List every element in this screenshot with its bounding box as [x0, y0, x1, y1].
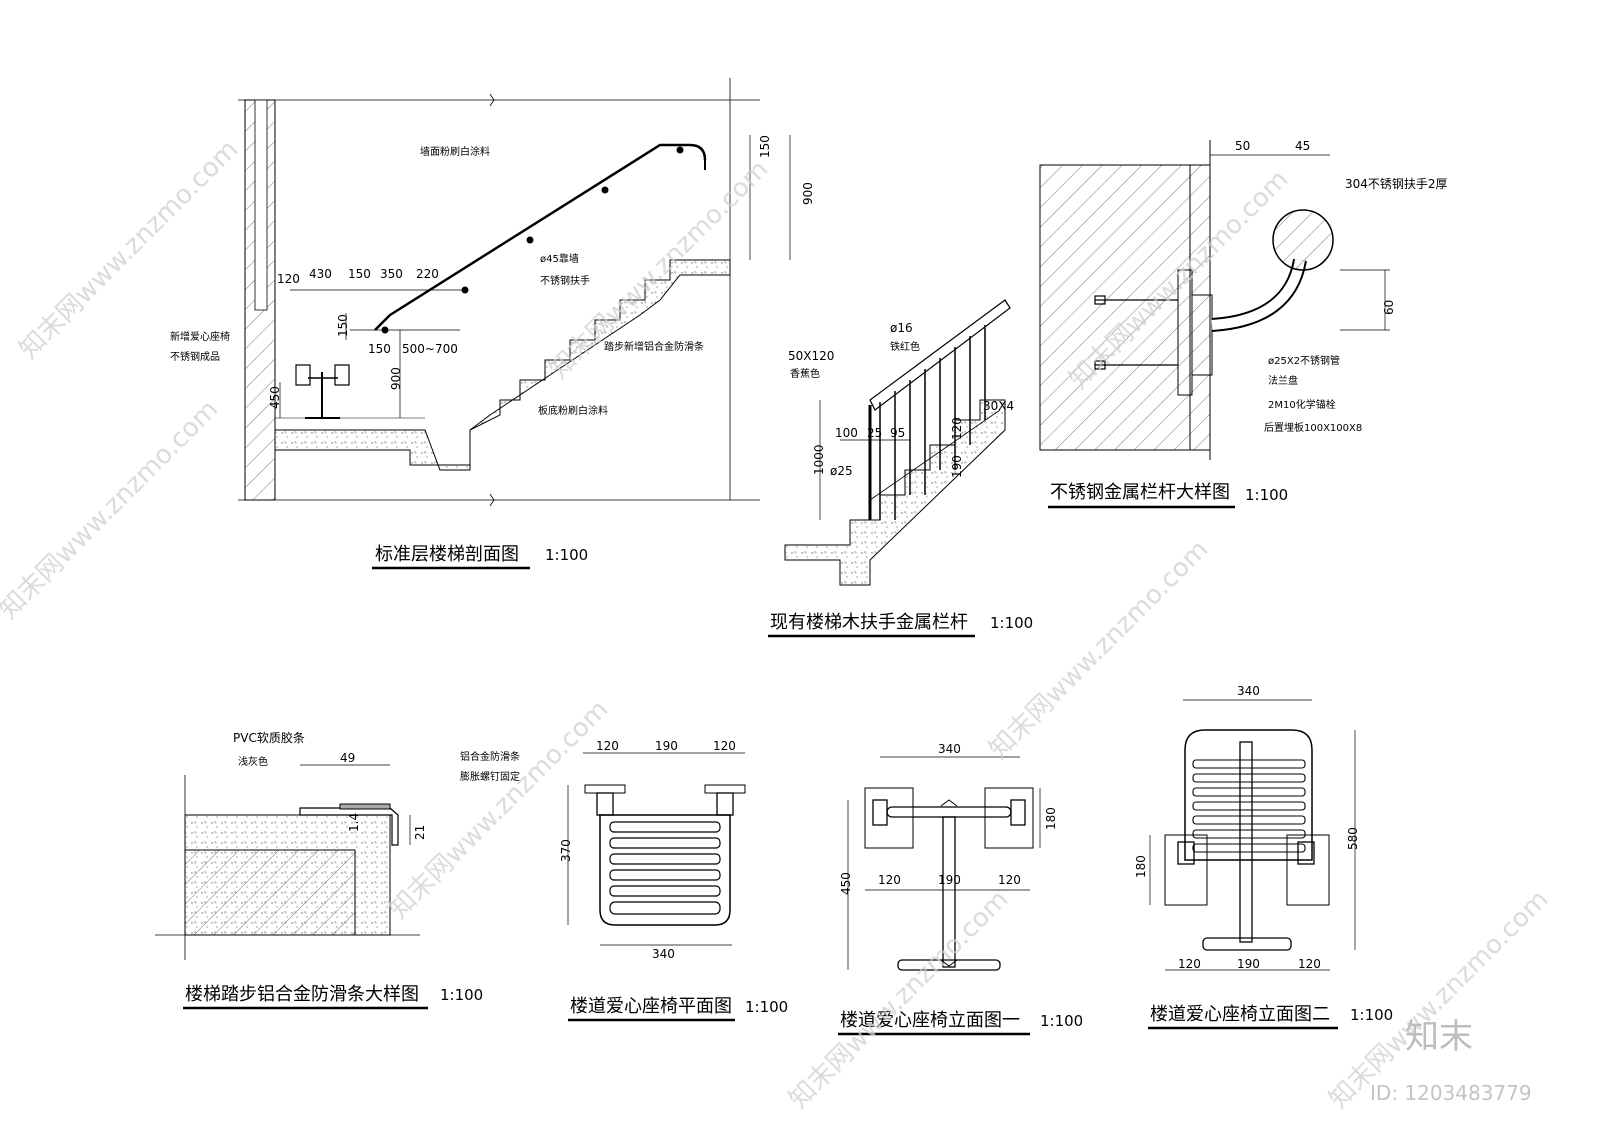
existing-railing-drawing — [784, 299, 1011, 586]
dim-450: 450 — [268, 386, 282, 409]
watermark-text: 知末网www.znzmo.com — [784, 884, 1015, 1115]
note-bar-color: 铁红色 — [890, 340, 920, 353]
title-seat-elev1: 楼道爱心座椅立面图一 — [840, 1010, 1020, 1031]
note-alu-fix: 膨胀螺钉固定 — [460, 770, 520, 783]
dim-45: 45 — [1295, 139, 1310, 153]
dim-e2-180: 180 — [1134, 855, 1148, 878]
brand-logo-text: 知末 — [1405, 1017, 1473, 1057]
dim-e1-120b: 120 — [998, 873, 1021, 887]
dim-120: 120 — [277, 272, 300, 286]
dim-e1-190: 190 — [938, 873, 961, 887]
dim-900b: 900 — [801, 182, 815, 205]
dim-plan-120a: 120 — [596, 739, 619, 753]
scale-stair-section: 1:100 — [545, 546, 588, 564]
scale-seat-elev2: 1:100 — [1350, 1006, 1393, 1024]
note-pipe: ø25X2不锈钢管 — [1268, 354, 1340, 367]
dim-1-4: 1.4 — [347, 813, 361, 832]
watermark-text: 知末网www.znzmo.com — [984, 534, 1215, 765]
note-bolt: 2M10化学锚栓 — [1268, 398, 1336, 411]
seat-elev2-drawing — [1149, 699, 1356, 971]
dim-e2-340: 340 — [1237, 684, 1260, 698]
note-seat-1: 新增爱心座椅 — [170, 330, 230, 343]
dim-150a: 150 — [348, 267, 371, 281]
note-post: ø25 — [830, 464, 853, 478]
dim-e2-120a: 120 — [1178, 957, 1201, 971]
seat-plan-drawing — [567, 752, 746, 946]
title-antislip-detail: 楼梯踏步铝合金防滑条大样图 — [185, 984, 419, 1005]
dim-95: 95 — [890, 426, 905, 440]
title-steel-detail: 不锈钢金属栏杆大样图 — [1050, 482, 1230, 503]
dim-21: 21 — [413, 825, 427, 840]
dim-150d: 150 — [758, 135, 772, 158]
note-alu: 铝合金防滑条 — [460, 750, 520, 763]
scale-steel-detail: 1:100 — [1245, 486, 1288, 504]
stair-section-drawing — [238, 78, 791, 507]
note-pvc-color: 浅灰色 — [238, 755, 268, 768]
title-stair-section: 标准层楼梯剖面图 — [375, 544, 519, 565]
dim-900a: 900 — [389, 367, 403, 390]
watermark-text: 知末网www.znzmo.com — [14, 134, 245, 365]
dim-plan-370: 370 — [559, 839, 573, 862]
watermark-text: 知末网www.znzmo.com — [0, 394, 224, 625]
dim-plan-340: 340 — [652, 947, 675, 961]
note-plate: 后置埋板100X100X8 — [1264, 421, 1362, 434]
dim-190-rail: 190 — [950, 455, 964, 478]
dim-49: 49 — [340, 751, 355, 765]
note-flat-bar: 30X4 — [983, 399, 1014, 413]
dim-220: 220 — [416, 267, 439, 281]
scale-antislip-detail: 1:100 — [440, 986, 483, 1004]
note-handrail-1: ø45靠墙 — [540, 252, 579, 265]
seat-elev1-drawing — [847, 756, 1041, 971]
note-wood-size: 50X120 — [788, 349, 834, 363]
dim-1000: 1000 — [812, 444, 826, 475]
note-antislip: 踏步新增铝合金防滑条 — [604, 340, 704, 353]
dim-plan-190: 190 — [655, 739, 678, 753]
dim-430: 430 — [309, 267, 332, 281]
dim-120-rail: 120 — [950, 417, 964, 440]
title-seat-plan: 楼道爱心座椅平面图 — [570, 996, 732, 1017]
antislip-detail-drawing — [155, 764, 420, 960]
note-handrail-2: 不锈钢扶手 — [540, 274, 590, 287]
note-rail-304: 304不锈钢扶手2厚 — [1345, 176, 1448, 191]
note-wall-paint: 墙面粉刷白涂料 — [420, 145, 490, 158]
note-wood-color: 香蕉色 — [790, 367, 820, 380]
dim-e1-120a: 120 — [878, 873, 901, 887]
dim-25: 25 — [867, 426, 882, 440]
dim-150c: 150 — [368, 342, 391, 356]
steel-detail-drawing — [1039, 140, 1390, 460]
dim-50: 50 — [1235, 139, 1250, 153]
title-seat-elev2: 楼道爱心座椅立面图二 — [1150, 1004, 1330, 1025]
title-existing-railing: 现有楼梯木扶手金属栏杆 — [770, 612, 968, 633]
dim-100: 100 — [835, 426, 858, 440]
dim-150b: 150 — [336, 314, 350, 337]
watermark-text: 知末网www.znzmo.com — [384, 694, 615, 925]
dim-e1-180: 180 — [1044, 807, 1058, 830]
dim-e1-340: 340 — [938, 742, 961, 756]
dim-350: 350 — [380, 267, 403, 281]
dim-plan-120b: 120 — [713, 739, 736, 753]
scale-seat-elev1: 1:100 — [1040, 1012, 1083, 1030]
note-pvc: PVC软质胶条 — [233, 730, 305, 745]
note-ceiling-paint: 板底粉刷白涂料 — [538, 404, 608, 417]
scale-seat-plan: 1:100 — [745, 998, 788, 1016]
dim-e2-580: 580 — [1346, 827, 1360, 850]
dim-60: 60 — [1382, 300, 1396, 315]
dim-500-700: 500~700 — [402, 342, 458, 356]
dim-e2-120b: 120 — [1298, 957, 1321, 971]
note-flange: 法兰盘 — [1268, 374, 1298, 387]
note-seat-2: 不锈钢成品 — [170, 350, 220, 363]
note-bar-size: ø16 — [890, 321, 913, 335]
image-id-label: ID: 1203483779 — [1370, 1081, 1532, 1105]
dim-e2-190: 190 — [1237, 957, 1260, 971]
seat-icon-section — [295, 364, 350, 419]
scale-existing-railing: 1:100 — [990, 614, 1033, 632]
dim-e1-450: 450 — [839, 872, 853, 895]
